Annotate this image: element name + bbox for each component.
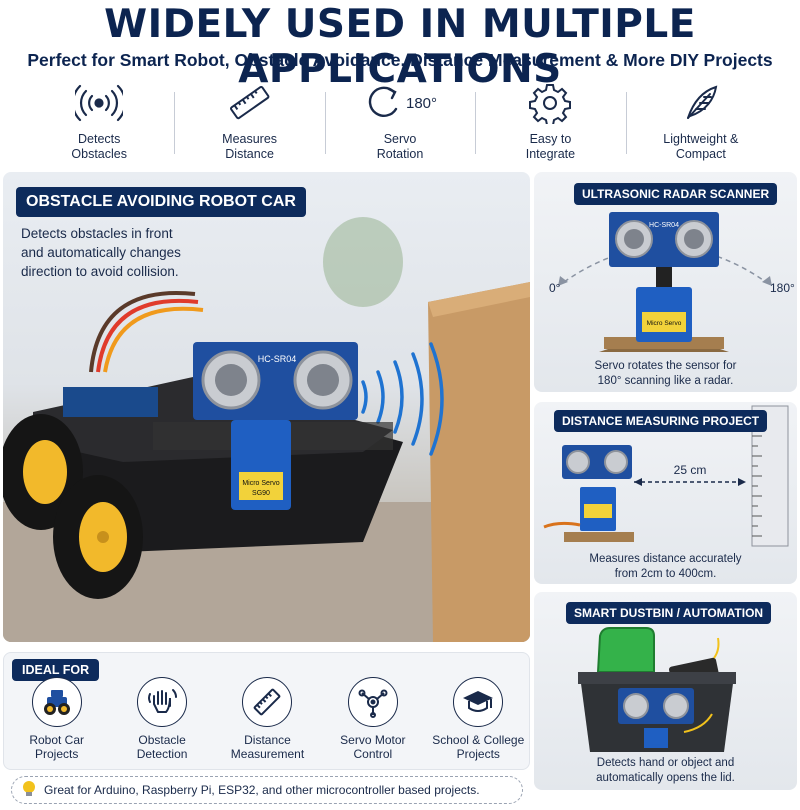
ultrasonic-sensor: HC-SR04 bbox=[193, 342, 358, 420]
servo-arm-icon bbox=[347, 677, 398, 727]
ideal-label-line1: Distance bbox=[244, 733, 291, 747]
radar-panel: Micro Servo HC-SR04 0° 180° ULTRASONIC R… bbox=[534, 172, 797, 392]
angle-right-label: 180° bbox=[770, 281, 795, 295]
distance-value: 25 cm bbox=[674, 463, 707, 477]
dustbin-title: SMART DUSTBIN / AUTOMATION bbox=[566, 602, 772, 624]
ideal-label-line1: Obstacle bbox=[138, 733, 186, 747]
sonar-waves bbox=[361, 342, 444, 456]
dustbin-illustration bbox=[578, 627, 736, 752]
feature-label-line1: Servo bbox=[383, 132, 417, 146]
ideal-label-line2: Detection bbox=[136, 747, 188, 761]
lightbulb-icon bbox=[22, 780, 36, 801]
caption-line: Servo rotates the sensor for bbox=[594, 360, 737, 372]
dustbin-caption: Detects hand or object and automatically… bbox=[534, 756, 797, 786]
robot-car-icon bbox=[31, 677, 82, 727]
rotation-arrow-icon: 180° bbox=[355, 80, 445, 126]
feature-lightweight: Lightweight &Compact bbox=[625, 80, 776, 170]
feature-label-line1: Lightweight & bbox=[663, 132, 739, 146]
ideal-label-line2: Projects bbox=[456, 747, 500, 761]
desc-line: Detects obstacles in front bbox=[21, 226, 173, 241]
caption-line: Measures distance accurately bbox=[589, 553, 742, 565]
feature-label-line2: Integrate bbox=[525, 147, 576, 161]
ideal-label-line1: Robot Car bbox=[29, 733, 85, 747]
radar-servo-label: Micro Servo bbox=[647, 320, 682, 327]
robot-car-panel: Micro Servo SG90 HC-SR04 OBSTACLE AVOIDI… bbox=[3, 172, 530, 642]
angle-left-label: 0° bbox=[549, 281, 561, 295]
compatibility-note: Great for Arduino, Raspberry Pi, ESP32, … bbox=[11, 776, 523, 804]
radar-illustration: Micro Servo HC-SR04 0° 180° bbox=[549, 212, 795, 352]
ideal-for-title: IDEAL FOR bbox=[12, 659, 100, 681]
radar-sensor-label: HC-SR04 bbox=[649, 222, 679, 229]
distance-panel: 25 cm DISTANCE MEASURING PROJECT Measure… bbox=[534, 402, 797, 584]
radar-caption: Servo rotates the sensor for 180° scanni… bbox=[534, 359, 797, 389]
rotation-degree-text: 180° bbox=[406, 94, 438, 112]
feature-label-line2: Obstacles bbox=[71, 147, 127, 161]
servo-label: Micro Servo bbox=[242, 480, 279, 487]
feature-label-line1: Easy to bbox=[529, 132, 572, 146]
hand-wave-icon bbox=[137, 677, 188, 727]
ideal-label-line1: School & College bbox=[432, 733, 525, 747]
ideal-label-line2: Control bbox=[353, 747, 393, 761]
distance-caption: Measures distance accurately from 2cm to… bbox=[534, 552, 797, 582]
compatibility-note-text: Great for Arduino, Raspberry Pi, ESP32, … bbox=[44, 783, 480, 797]
cardboard-box bbox=[428, 282, 530, 642]
caption-line: 180° scanning like a radar. bbox=[597, 375, 734, 387]
feature-label-line1: Detects bbox=[78, 132, 121, 146]
feather-icon bbox=[677, 80, 725, 126]
dustbin-panel: SMART DUSTBIN / AUTOMATION Detects hand … bbox=[534, 592, 797, 790]
motor-driver-board bbox=[63, 387, 158, 417]
signal-waves-icon bbox=[75, 80, 124, 126]
open-lid bbox=[596, 627, 655, 673]
feature-label-line2: Rotation bbox=[376, 147, 424, 161]
subheadline: Perfect for Smart Robot, Obstacle Avoida… bbox=[27, 50, 773, 70]
desc-line: and automatically changes bbox=[21, 245, 181, 260]
feature-label-line2: Compact bbox=[675, 147, 726, 161]
ideal-label-line2: Measurement bbox=[230, 747, 305, 761]
sensor-label: HC-SR04 bbox=[258, 354, 297, 364]
caption-line: automatically opens the lid. bbox=[596, 772, 735, 784]
ruler-icon bbox=[226, 80, 274, 126]
feature-label-line2: Distance bbox=[225, 147, 274, 161]
background-plant bbox=[323, 217, 403, 307]
distance-title: DISTANCE MEASURING PROJECT bbox=[554, 410, 768, 432]
headline: WIDELY USED IN MULTIPLE APPLICATIONS bbox=[104, 2, 696, 92]
desc-line: direction to avoid collision. bbox=[21, 264, 179, 279]
gear-icon bbox=[526, 80, 574, 126]
feature-label-line1: Measures bbox=[222, 132, 278, 146]
ideal-label-line2: Projects bbox=[35, 747, 79, 761]
caption-line: Detects hand or object and bbox=[596, 757, 735, 769]
servo-model: SG90 bbox=[252, 490, 270, 497]
distance-illustration: 25 cm bbox=[543, 405, 789, 547]
robot-car-illustration: Micro Servo SG90 HC-SR04 bbox=[3, 217, 530, 642]
radar-title: ULTRASONIC RADAR SCANNER bbox=[574, 183, 778, 205]
robot-car-description: Detects obstacles in front and automatic… bbox=[21, 224, 211, 281]
caption-line: from 2cm to 400cm. bbox=[614, 568, 717, 580]
micro-servo: Micro Servo SG90 bbox=[231, 420, 291, 510]
ruler-icon bbox=[242, 677, 293, 727]
robot-car-title: OBSTACLE AVOIDING ROBOT CAR bbox=[16, 187, 306, 217]
graduation-cap-icon bbox=[453, 677, 504, 727]
ideal-label-line1: Servo Motor bbox=[340, 733, 406, 747]
wheel-front-left bbox=[53, 475, 143, 599]
